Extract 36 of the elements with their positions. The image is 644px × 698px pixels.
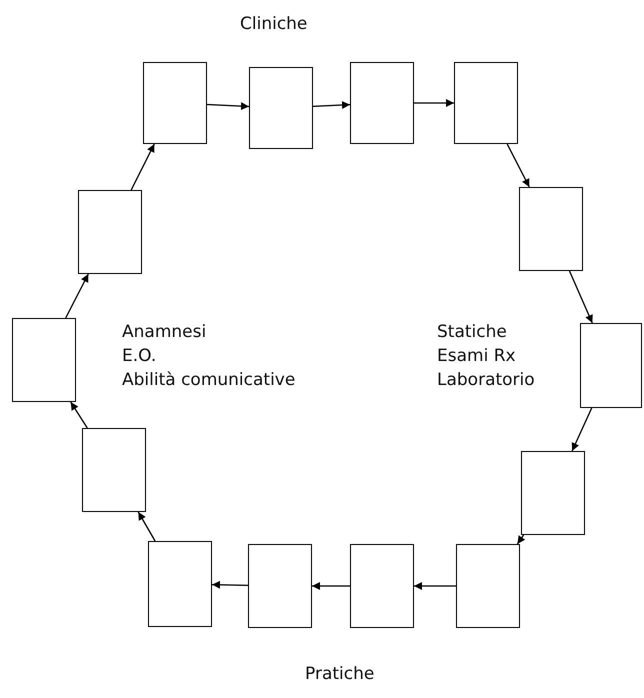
empty-box [521,451,585,535]
text-label: Laboratorio [437,370,535,390]
text-label: Pratiche [305,664,374,684]
arrow [206,102,250,110]
empty-box [248,544,312,628]
arrow [130,144,155,190]
arrow [138,512,156,542]
arrow [312,101,350,109]
empty-box [249,67,313,149]
text-label: E.O. [122,346,156,366]
text-label: Abilità comunicative [122,370,296,390]
text-label: Esami Rx [437,346,516,366]
arrow [212,580,248,589]
text-label: Statiche [437,322,507,342]
empty-box [519,187,583,271]
empty-box [456,544,520,628]
arrow [572,408,592,452]
arrow [414,582,456,590]
arrow [312,582,350,590]
arrow [516,534,526,544]
empty-box [580,323,642,408]
empty-box [143,62,207,144]
arrow [65,274,89,318]
empty-box [454,62,518,144]
arrow [506,144,530,188]
empty-box [350,62,414,144]
empty-box [78,190,142,274]
arrow [70,402,88,428]
empty-box [82,428,146,512]
empty-box [350,544,414,628]
text-label: Cliniche [240,14,308,34]
empty-box [148,541,212,627]
arrow [414,99,454,107]
empty-box [12,318,76,402]
arrow [568,270,593,324]
text-label: Anamnesi [122,322,206,342]
